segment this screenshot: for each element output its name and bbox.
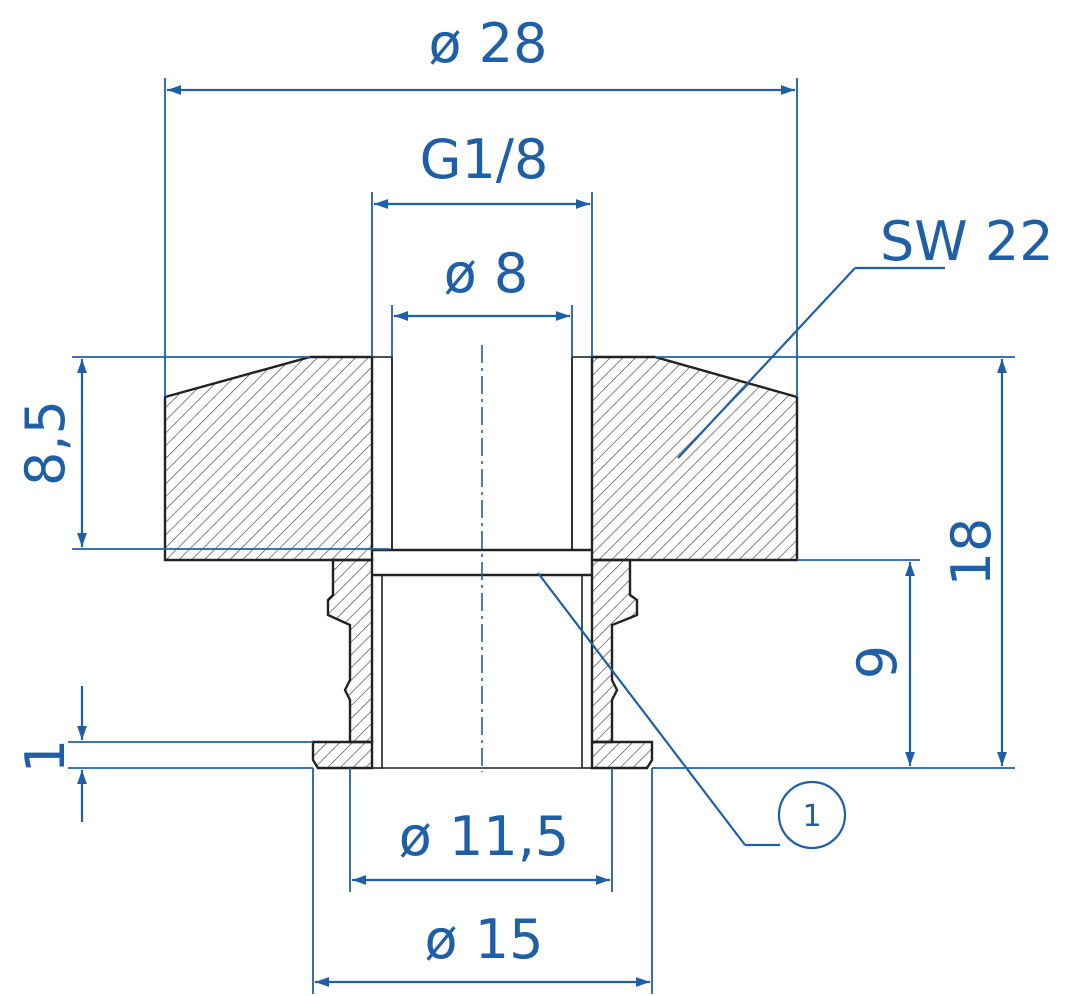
shank-right-section (590, 558, 639, 744)
total-height-label: 18 (940, 518, 1003, 587)
collar-diameter-label: ø 15 (425, 908, 544, 971)
dimensions: ø 28 G1/8 ø 8 SW 22 8,5 18 9 1 (14, 12, 1054, 994)
thread-label: G1/8 (420, 128, 549, 191)
outer-diameter-label: ø 28 (429, 12, 548, 75)
shank-height-label: 9 (846, 645, 909, 679)
shank-diameter-label: ø 11,5 (399, 805, 569, 868)
part-section (163, 345, 799, 772)
callout-circle (777, 780, 847, 850)
wrench-size-label: SW 22 (880, 210, 1054, 273)
head-left-section (163, 355, 374, 562)
collar-height-label: 1 (14, 739, 77, 773)
thread-right-band (571, 356, 593, 551)
thread-left-band (371, 356, 393, 551)
sleeve-right (581, 574, 593, 769)
bore-diameter-label: ø 8 (444, 242, 529, 305)
collar-left (311, 740, 374, 770)
shank-left-section (326, 558, 374, 744)
collar-right (590, 740, 654, 770)
head-height-label: 8,5 (14, 400, 77, 486)
sleeve-left (371, 574, 383, 769)
head-right-section (590, 355, 799, 562)
callout-number: 1 (802, 799, 821, 834)
